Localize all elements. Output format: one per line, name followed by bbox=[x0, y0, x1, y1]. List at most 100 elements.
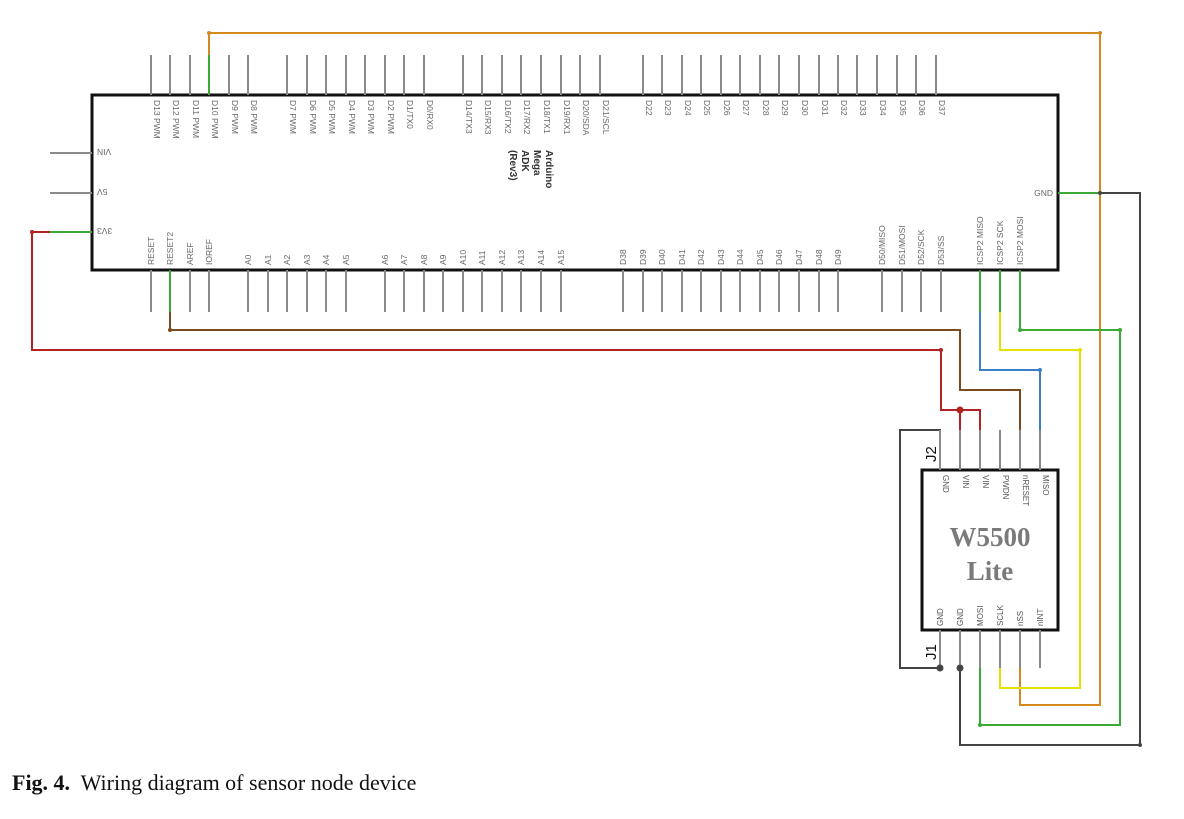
pin-label-d33: D33 bbox=[858, 100, 868, 116]
pin-label-reset: RESET bbox=[146, 237, 156, 265]
pin-label-d36: D36 bbox=[917, 100, 927, 116]
pin-label-icsp2-mosi: ICSP2 MOSI bbox=[1015, 216, 1025, 265]
pin-label-d49: D49 bbox=[833, 249, 843, 265]
pin-label-a12: A12 bbox=[497, 250, 507, 265]
pin-label-d48: D48 bbox=[814, 249, 824, 265]
pin-label-a6: A6 bbox=[380, 254, 390, 265]
j1-pin-label-nint: nINT bbox=[1036, 609, 1045, 626]
junction-dots bbox=[30, 31, 1142, 747]
board-name: Arduino Mega ADK (Rev3) bbox=[507, 150, 554, 191]
wire-reset2-to-nreset bbox=[169, 270, 1021, 430]
junction-dot bbox=[1038, 368, 1042, 372]
junction-dot bbox=[1098, 31, 1102, 35]
pin-label-d18-tx1: D18/TX1 bbox=[542, 100, 552, 134]
wire-icsp-mosi-to-mosi bbox=[979, 270, 1121, 726]
pin-label-d2-pwm: D2 PWM bbox=[386, 100, 396, 134]
pin-label-d8-pwm: D8 PWM bbox=[249, 100, 259, 134]
pin-label-a1: A1 bbox=[263, 254, 273, 265]
pin-label-d19-rx1: D19/RX1 bbox=[562, 100, 572, 135]
pin-label-d50-miso: D50/MISO bbox=[877, 225, 887, 265]
j2-pin-label-nreset: nRESET bbox=[1021, 475, 1030, 506]
junction-dot bbox=[978, 723, 982, 727]
j1-pin-label-gnd: GND bbox=[956, 608, 965, 626]
board-name-line-1: Arduino bbox=[543, 150, 554, 188]
junction-dot bbox=[168, 328, 172, 332]
j2-pin-label-vin: VIN bbox=[961, 475, 970, 489]
module-title-line-2: Lite bbox=[967, 556, 1014, 586]
j1-pin-label-nss: nSS bbox=[1016, 611, 1025, 626]
pin-label-d27: D27 bbox=[741, 100, 751, 116]
wire-d10-to-nss bbox=[208, 32, 1101, 706]
j1-header-pins: GND GND MOSI SCLK nSS nINT bbox=[936, 604, 1045, 668]
pin-label-a13: A13 bbox=[516, 250, 526, 265]
pin-label-a5: A5 bbox=[341, 254, 351, 265]
pin-label-d41: D41 bbox=[677, 249, 687, 265]
junction-dot bbox=[207, 31, 211, 35]
pin-label-a9: A9 bbox=[438, 254, 448, 265]
pin-label-d20-sda: D20/SDA bbox=[581, 100, 591, 136]
junction-dot bbox=[1098, 191, 1102, 195]
j1-pin-label-sclk: SCLK bbox=[996, 604, 1005, 626]
pin-label-vin: VIN bbox=[97, 147, 111, 157]
pin-label-a2: A2 bbox=[282, 254, 292, 265]
pin-label-d28: D28 bbox=[761, 100, 771, 116]
j2-pin-label-gnd: GND bbox=[941, 475, 950, 493]
pin-label-d38: D38 bbox=[618, 249, 628, 265]
pin-label-d14-tx3: D14/TX3 bbox=[464, 100, 474, 134]
wire-icsp-miso-to-miso bbox=[979, 270, 1041, 430]
pin-label-a4: A4 bbox=[321, 254, 331, 265]
pin-label-d25: D25 bbox=[702, 100, 712, 116]
pin-label-d23: D23 bbox=[663, 100, 673, 116]
figure-caption-text: Wiring diagram of sensor node device bbox=[80, 770, 417, 795]
pin-label-d53-ss: D53/SS bbox=[936, 235, 946, 265]
pin-label-d11-pwm: D11 PWM bbox=[191, 100, 201, 138]
pin-label-d52-sck: D52/SCK bbox=[916, 229, 926, 265]
pin-label-right-gnd: GND bbox=[1034, 188, 1053, 198]
junction-dot bbox=[936, 664, 944, 672]
pin-label-d40: D40 bbox=[657, 249, 667, 265]
pin-label-d3-pwm: D3 PWM bbox=[366, 100, 376, 134]
j1-pin-label-mosi: MOSI bbox=[976, 606, 985, 626]
pin-label-d10-pwm: D10 PWM bbox=[210, 100, 220, 139]
j1-pin-label-gnd: GND bbox=[936, 608, 945, 626]
pin-label-d29: D29 bbox=[780, 100, 790, 116]
pin-label-a15: A15 bbox=[556, 250, 566, 265]
junction-dot bbox=[1078, 348, 1082, 352]
pin-label-d32: D32 bbox=[839, 100, 849, 116]
pin-label-a0: A0 bbox=[243, 254, 253, 265]
junction-dot bbox=[956, 664, 964, 672]
pin-label-d15-rx3: D15/RX3 bbox=[483, 100, 493, 135]
pin-label-d12-pwm: D12 PWM bbox=[171, 100, 181, 139]
pin-label-reset2: RESET2 bbox=[165, 232, 175, 265]
pin-label-d22: D22 bbox=[644, 100, 654, 116]
pin-label-d4-pwm: D4 PWM bbox=[347, 100, 357, 134]
pin-label-d35: D35 bbox=[898, 100, 908, 116]
pin-label-a10: A10 bbox=[458, 250, 468, 265]
figure-caption: Fig. 4. Wiring diagram of sensor node de… bbox=[12, 770, 416, 796]
pin-label-d34: D34 bbox=[878, 100, 888, 116]
pin-label-d5-pwm: D5 PWM bbox=[327, 100, 337, 134]
pin-label-a11: A11 bbox=[477, 250, 487, 265]
pin-label-d16-tx2: D16/TX2 bbox=[503, 100, 513, 134]
pin-label-a8: A8 bbox=[419, 254, 429, 265]
junction-dot bbox=[1138, 743, 1142, 747]
w5500-module-outline bbox=[920, 468, 1060, 632]
wire-vin-bridge bbox=[960, 409, 981, 470]
pin-label-a3: A3 bbox=[302, 254, 312, 265]
pin-label-d37: D37 bbox=[937, 100, 947, 116]
pin-label-d42: D42 bbox=[696, 249, 706, 265]
board-name-line-3: ADK bbox=[519, 150, 530, 172]
board-name-line-2: Mega bbox=[531, 150, 542, 176]
wire-icsp-sck-to-sclk bbox=[999, 270, 1081, 689]
junction-dot bbox=[1018, 328, 1022, 332]
pin-label-icsp2-miso: ICSP2 MISO bbox=[975, 216, 985, 265]
pin-label-d39: D39 bbox=[638, 249, 648, 265]
pin-label-d21-scl: D21/SCL bbox=[601, 100, 611, 135]
pin-label-d31: D31 bbox=[820, 100, 830, 116]
pin-label-d13-pwm: D13 PWM bbox=[152, 100, 162, 139]
pin-label-d24: D24 bbox=[683, 100, 693, 116]
